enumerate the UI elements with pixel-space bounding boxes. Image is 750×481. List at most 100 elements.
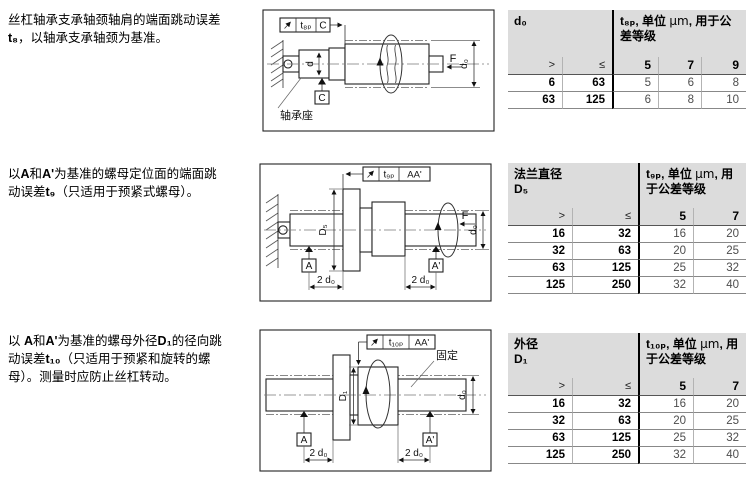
dim-d0-label: d₀ bbox=[457, 390, 468, 400]
cell: 125 bbox=[572, 430, 638, 447]
dimension-2d0-left: 2 d₀ bbox=[308, 271, 344, 290]
cell: 8 bbox=[701, 75, 746, 92]
cell: 6 bbox=[508, 75, 562, 92]
header-left-line1: 法兰直径 bbox=[514, 167, 563, 181]
op-gt: > bbox=[508, 57, 562, 75]
table-header-unit: t₈ₚ, 单位 μm, 用于公差等级 bbox=[612, 10, 746, 57]
datum-triangle-icon bbox=[305, 246, 313, 252]
cell: 32 bbox=[508, 413, 572, 430]
datum-a-prime-label: A' bbox=[426, 435, 435, 446]
nut-body bbox=[357, 366, 399, 426]
force-label: F bbox=[450, 53, 457, 65]
dimension-d0: d₀ bbox=[431, 40, 480, 88]
dimension-D1: D₁ bbox=[338, 366, 358, 426]
force-annotation: F bbox=[446, 53, 462, 70]
datum-a-prime-label: A' bbox=[432, 261, 441, 272]
grade-col: 9 bbox=[701, 57, 746, 75]
cell: 63 bbox=[562, 75, 612, 92]
dimension-2d0-right: 2 d₀ bbox=[404, 256, 437, 290]
datum-target-a: A bbox=[296, 411, 312, 447]
grade-col: 7 bbox=[693, 378, 746, 396]
dimension-d0: d₀ bbox=[468, 210, 489, 250]
cell: 25 bbox=[693, 243, 746, 260]
op-le: ≤ bbox=[572, 208, 638, 226]
dim-2d0-label: 2 d₀ bbox=[309, 448, 327, 459]
datum-triangle-icon bbox=[318, 78, 326, 85]
dimension-D5: D₅ bbox=[318, 188, 343, 272]
cell: 16 bbox=[508, 226, 572, 243]
datum-triangle-icon bbox=[426, 411, 434, 417]
cell: 20 bbox=[693, 396, 746, 413]
cell: 32 bbox=[638, 447, 693, 464]
dimension-2d0-left: 2 d₀ bbox=[303, 440, 334, 463]
header-left-line1: d₀ bbox=[514, 14, 527, 28]
table-header-unit: t₁₀ₚ, 单位 μm, 用于公差等级 bbox=[638, 333, 746, 378]
dimension-d0: d₀ bbox=[457, 375, 479, 415]
grade-col: 5 bbox=[638, 378, 693, 396]
fcf-datum-label: AA' bbox=[415, 338, 430, 349]
datum-target-c: C bbox=[314, 78, 330, 105]
datum-triangle-icon bbox=[300, 411, 308, 417]
grade-col: 5 bbox=[638, 208, 693, 226]
rotation-ellipse bbox=[434, 202, 459, 258]
grade-col: 5 bbox=[612, 57, 658, 75]
force-annotation: F bbox=[459, 210, 475, 227]
rotation-ellipse bbox=[376, 34, 403, 94]
feature-control-frame: t₁₀ₚ AA' bbox=[355, 334, 436, 366]
diagram-nut-face-runout-t9: t₉ₚ AA' D₅ A A' 2 d₀ bbox=[259, 163, 492, 302]
cell: 16 bbox=[638, 396, 693, 413]
feature-control-frame: t₉ₚ AA' bbox=[342, 166, 431, 189]
description-t8: 丝杠轴承支承轴颈轴肩的端面跳动误差 t₈，以轴承支承轴颈为基准。 bbox=[8, 13, 221, 45]
table-header-left: d₀ bbox=[508, 10, 612, 57]
table-t10p: 外径 D₁ t₁₀ₚ, 单位 μm, 用于公差等级 > ≤ 5 7 16 32 … bbox=[508, 333, 746, 464]
table-header-unit: t₉ₚ, 单位 μm, 用于公差等级 bbox=[638, 163, 746, 208]
cell: 20 bbox=[638, 243, 693, 260]
table-t8p: d₀ t₈ₚ, 单位 μm, 用于公差等级 > ≤ 5 7 9 6 63 5 6… bbox=[508, 10, 746, 109]
op-le: ≤ bbox=[572, 378, 638, 396]
cell: 10 bbox=[701, 92, 746, 109]
datum-target-a-prime: A' bbox=[428, 246, 444, 273]
datum-triangle-icon bbox=[432, 246, 440, 252]
datum-a-label: A bbox=[301, 435, 308, 446]
rotation-arrow-icon bbox=[362, 386, 370, 394]
cell: 20 bbox=[693, 226, 746, 243]
description-t10: 以 A和A'为基准的螺母外径D₁的径向跳动误差t₁₀（只适用于预紧和旋转的螺母）… bbox=[8, 334, 222, 384]
datum-c-label: C bbox=[318, 93, 325, 104]
runout-symbol-icon bbox=[367, 170, 374, 178]
cell: 40 bbox=[693, 447, 746, 464]
dim-d0-label: d₀ bbox=[459, 59, 470, 69]
nut-body bbox=[371, 201, 406, 257]
dim-d0-label: d₀ bbox=[468, 225, 479, 235]
bearing-seat-callout: 轴承座 bbox=[277, 77, 313, 122]
cell: 16 bbox=[638, 226, 693, 243]
header-left-line1: 外径 bbox=[514, 337, 539, 351]
cell: 125 bbox=[508, 277, 572, 294]
dim-2d0-label: 2 d₀ bbox=[411, 275, 429, 286]
dimension-2d0-right: 2 d₀ bbox=[397, 425, 431, 463]
grade-col: 7 bbox=[658, 57, 701, 75]
diagram-screw-shaft-runout-t8: d t₈ₚ C C F d₀ 轴 bbox=[262, 9, 495, 132]
fcf-tolerance-label: t₉ₚ bbox=[383, 170, 394, 181]
cell: 125 bbox=[572, 260, 638, 277]
cell: 32 bbox=[693, 260, 746, 277]
op-gt: > bbox=[508, 378, 572, 396]
cell: 20 bbox=[638, 413, 693, 430]
rotation-arrow-icon bbox=[434, 222, 442, 230]
cell: 32 bbox=[572, 226, 638, 243]
force-label: F bbox=[462, 210, 469, 222]
dim-2d0-label: 2 d₀ bbox=[405, 448, 423, 459]
rotation-arrow-icon bbox=[376, 57, 384, 66]
fcf-tolerance-label: t₁₀ₚ bbox=[389, 338, 404, 349]
cell: 40 bbox=[693, 277, 746, 294]
cell: 25 bbox=[693, 413, 746, 430]
cell: 250 bbox=[572, 447, 638, 464]
cell: 63 bbox=[508, 92, 562, 109]
table-header-left: 法兰直径 D₅ bbox=[508, 163, 638, 208]
dimension-d: d bbox=[305, 52, 322, 76]
cell: 32 bbox=[572, 396, 638, 413]
table-header-left: 外径 D₁ bbox=[508, 333, 638, 378]
datum-target-a-prime: A' bbox=[422, 411, 438, 447]
cell: 250 bbox=[572, 277, 638, 294]
dim-D5-label: D₅ bbox=[318, 224, 329, 235]
